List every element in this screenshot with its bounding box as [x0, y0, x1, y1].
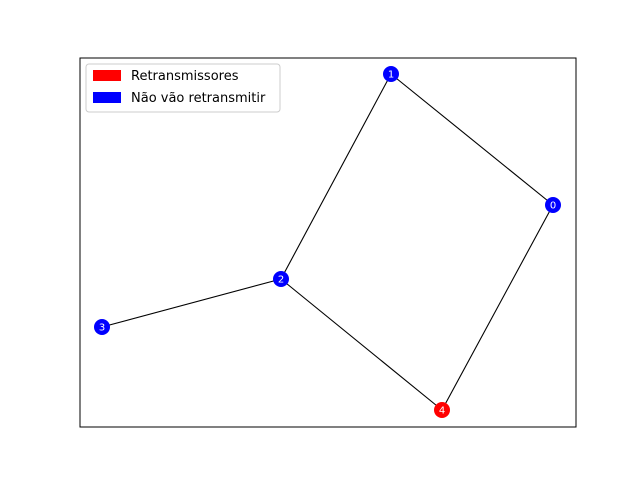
- node-2-label: 2: [278, 275, 284, 286]
- node-4: 4: [434, 402, 450, 418]
- legend: Retransmissores Não vão retransmitir: [85, 63, 281, 113]
- node-2: 2: [273, 271, 289, 287]
- edges-layer: [101, 73, 554, 411]
- node-4-label: 4: [439, 406, 445, 417]
- legend-swatch-retransmissores: [93, 70, 121, 81]
- node-3-label: 3: [99, 323, 105, 334]
- node-0-label: 0: [550, 201, 556, 212]
- node-1-label: 1: [388, 70, 394, 81]
- node-4-circle: [434, 402, 450, 418]
- legend-label-nao-vao-retransmitir: Não vão retransmitir: [131, 91, 266, 106]
- node-0-circle: [545, 197, 561, 213]
- node-1-circle: [383, 66, 399, 82]
- nodes-layer: 0 1 2 3 4: [94, 66, 561, 418]
- node-3-circle: [94, 319, 110, 335]
- edge-1-2: [280, 73, 392, 280]
- node-2-circle: [273, 271, 289, 287]
- node-3: 3: [94, 319, 110, 335]
- edge-0-4: [441, 204, 554, 411]
- legend-box: [85, 63, 281, 113]
- edge-2-4: [280, 278, 443, 411]
- axes-frame: [79, 57, 577, 428]
- node-1: 1: [383, 66, 399, 82]
- edge-2-3: [101, 278, 282, 328]
- legend-label-retransmissores: Retransmissores: [131, 69, 239, 84]
- node-0: 0: [545, 197, 561, 213]
- edge-1-0: [390, 73, 554, 206]
- legend-swatch-nao-vao-retransmitir: [93, 92, 121, 103]
